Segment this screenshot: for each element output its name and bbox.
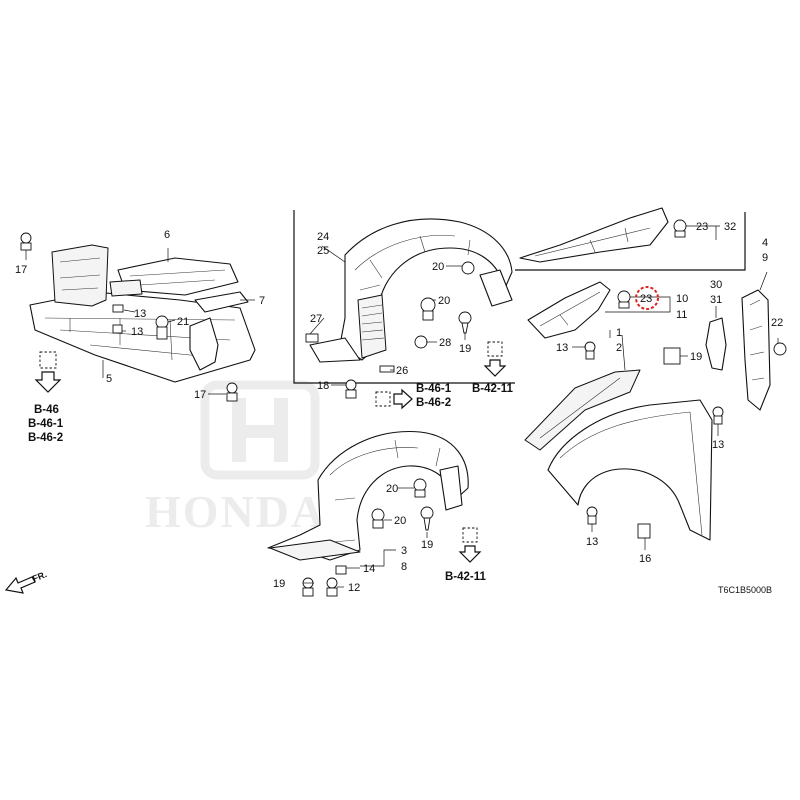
clip-20-upper-b xyxy=(420,297,436,321)
diagram-code: T6C1B5000B xyxy=(718,585,772,595)
callout-19: 18 xyxy=(317,380,329,392)
reference-arrow-b42-upper xyxy=(483,341,507,377)
callout-22: 22 xyxy=(771,317,783,329)
callout-18: 19 xyxy=(690,351,702,363)
clip-28 xyxy=(414,335,428,349)
callout-28: 28 xyxy=(439,337,451,349)
callout-13: 13 xyxy=(586,536,598,548)
callout-26: 26 xyxy=(396,365,408,377)
lower-mudguard xyxy=(527,281,611,339)
callout-21: 21 xyxy=(177,316,189,328)
callout-14: 13 xyxy=(131,326,143,338)
fender-lining-group-frame xyxy=(293,210,515,384)
callout-25: 25 xyxy=(317,245,329,257)
upper-mudguard xyxy=(519,207,669,263)
callout-7: 7 xyxy=(259,295,265,307)
callout-15: 14 xyxy=(363,563,375,575)
clip-22 xyxy=(773,342,787,356)
callout-12: 12 xyxy=(348,582,360,594)
clip-21 xyxy=(155,315,169,340)
reference-b46-2-mid: B-46-2 xyxy=(416,397,451,409)
callout-11: 11 xyxy=(676,309,687,321)
callout-31: 32 xyxy=(724,221,736,233)
clip-20-upper-a xyxy=(461,261,475,275)
clip-19-bottom xyxy=(226,382,238,402)
clip-20-lower-b xyxy=(371,508,385,529)
clip-14 xyxy=(112,324,123,334)
callout-13: 13 xyxy=(556,342,568,354)
reference-b46-2: B-46-2 xyxy=(28,432,63,444)
lower-fender-lining xyxy=(267,430,469,561)
callout-20: 20 xyxy=(386,483,398,495)
highlighted-part-marker xyxy=(635,286,659,310)
reference-b42-11-lower: B-42-11 xyxy=(445,571,487,583)
callout-19: 17 xyxy=(194,389,206,401)
callouts: 17 6 7 13 13 21 5 17 24 25 27 20 20 19 2… xyxy=(15,221,783,594)
clip-19-mid xyxy=(345,379,357,399)
upper-fender-lining xyxy=(309,218,513,363)
clip-20-lower-a xyxy=(413,478,427,498)
reference-b46-1: B-46-1 xyxy=(28,418,64,430)
clip-18 xyxy=(663,347,681,365)
front-fender xyxy=(524,369,713,541)
clip-23-upper xyxy=(673,219,687,238)
callout-17: 19 xyxy=(459,343,471,355)
clip-16 xyxy=(637,523,651,539)
clip-27 xyxy=(305,333,319,343)
leader-lines xyxy=(25,225,779,588)
callout-19: 17 xyxy=(15,264,27,276)
callout-16: 16 xyxy=(639,553,651,565)
clip-23-lower xyxy=(617,290,631,309)
callout-9: 9 xyxy=(762,252,768,264)
callout-10: 10 xyxy=(676,293,688,305)
callout-23-highlighted: 23 xyxy=(640,293,652,305)
callout-13: 13 xyxy=(712,439,724,451)
callout-2: 2 xyxy=(616,342,622,354)
clip-17-upper xyxy=(458,311,472,334)
bolt-13-top xyxy=(584,341,596,360)
callout-27: 27 xyxy=(310,313,322,325)
bolt-13-right xyxy=(712,406,724,425)
callout-20: 20 xyxy=(438,295,450,307)
reference-b46: B-46 xyxy=(34,404,59,416)
callout-20: 20 xyxy=(432,261,444,273)
callout-8: 8 xyxy=(401,561,407,573)
brand-watermark: HONDA xyxy=(145,380,326,537)
bolt-13-bottom xyxy=(586,506,598,525)
clip-19-lower xyxy=(302,577,314,597)
callout-24: 24 xyxy=(317,231,329,243)
callout-20: 20 xyxy=(394,515,406,527)
callout-3: 3 xyxy=(401,545,407,557)
mudguard-group-frame xyxy=(515,212,746,271)
callout-4: 4 xyxy=(762,237,768,249)
callout-15: 13 xyxy=(134,308,146,320)
front-direction-arrow: FR. xyxy=(4,569,48,594)
callout-5: 5 xyxy=(106,373,112,385)
reference-codes: B-46 B-46-1 B-46-2 B-46-1 B-46-2 B-42-11… xyxy=(28,383,514,583)
reference-b46-1-mid: B-46-1 xyxy=(416,383,452,395)
clip-12 xyxy=(326,577,338,597)
reference-b42-11-upper: B-42-11 xyxy=(472,383,514,395)
under-cover-assembly xyxy=(29,244,256,383)
callout-30: 31 xyxy=(710,294,722,306)
callout-29: 30 xyxy=(710,279,722,291)
clip-15-lower xyxy=(335,565,347,575)
clip-26 xyxy=(379,365,395,373)
clip-17-lower xyxy=(420,506,434,531)
callout-1: 1 xyxy=(616,327,622,339)
callout-17: 19 xyxy=(421,539,433,551)
reference-arrow-b46-1 xyxy=(375,388,413,410)
callout-19: 19 xyxy=(273,578,285,590)
side-garnish xyxy=(741,289,771,411)
reference-arrow-b42-lower xyxy=(458,527,482,563)
callout-23: 23 xyxy=(696,221,708,233)
clip-15-left xyxy=(112,304,124,313)
reference-arrow-b46 xyxy=(34,351,62,393)
fender-bracket xyxy=(705,317,727,371)
clip-19-top xyxy=(20,232,32,251)
callout-6: 6 xyxy=(164,229,170,241)
front-direction-label: FR. xyxy=(31,569,48,584)
brand-watermark-text: HONDA xyxy=(145,486,326,537)
